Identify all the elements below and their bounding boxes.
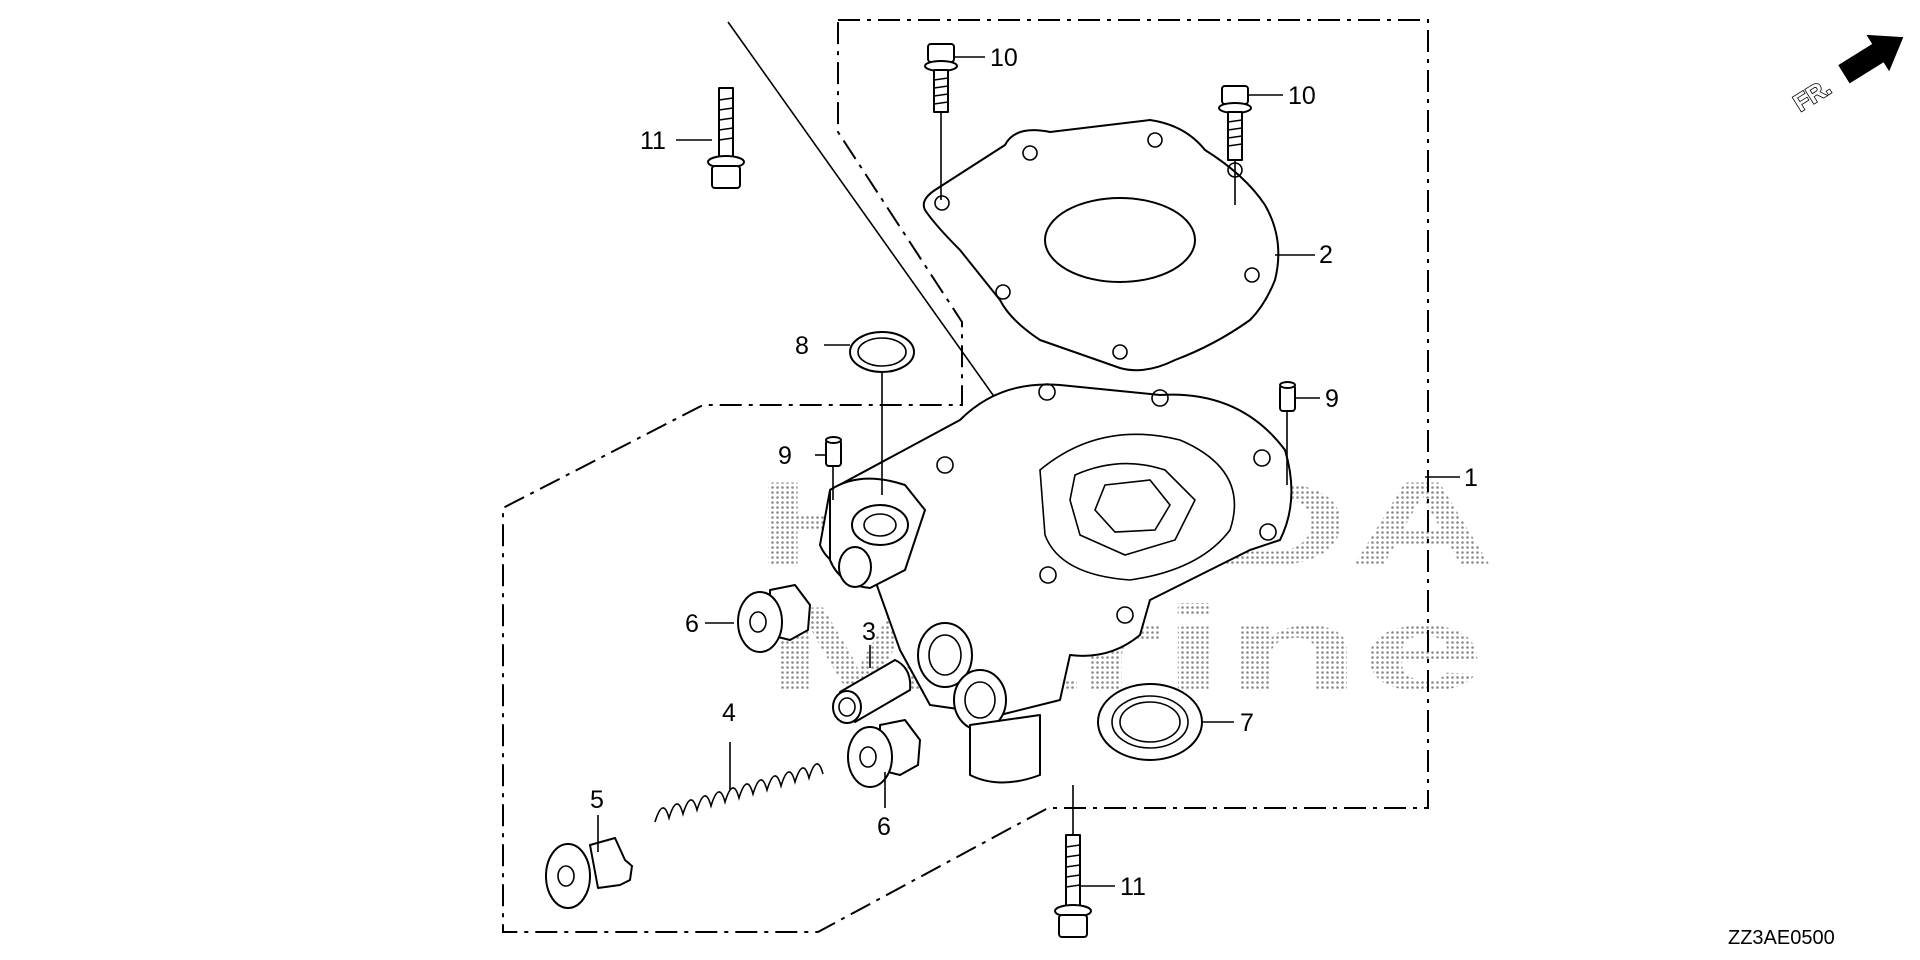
oil-seal xyxy=(1097,683,1203,761)
callout-11-lower: 11 xyxy=(1120,873,1146,901)
callout-10-left: 10 xyxy=(990,44,1018,72)
front-arrow-icon xyxy=(1838,34,1904,84)
o-ring xyxy=(849,331,915,373)
bolt-upper-long xyxy=(707,87,745,189)
callout-7: 7 xyxy=(1240,709,1254,737)
callout-6-lower: 6 xyxy=(877,813,891,841)
relief-valve xyxy=(832,659,912,724)
relief-valve-cap xyxy=(545,837,633,909)
callout-2: 2 xyxy=(1319,241,1333,269)
assembly-outline xyxy=(502,19,1429,933)
callouts: 1 2 3 4 5 6 6 7 8 9 9 10 10 11 11 xyxy=(590,44,1478,901)
callout-1: 1 xyxy=(1464,464,1478,492)
bolt-lower-long xyxy=(1054,834,1092,938)
callout-11-upper: 11 xyxy=(640,127,666,155)
bolt-top-right xyxy=(1218,85,1252,161)
pump-body xyxy=(819,383,1293,784)
leader-lines xyxy=(597,56,1460,887)
plug-upper xyxy=(737,584,811,653)
callout-3: 3 xyxy=(862,618,876,646)
callout-8: 8 xyxy=(795,332,809,360)
bolt-top-left xyxy=(924,43,958,113)
callout-9-right: 9 xyxy=(1325,385,1339,413)
front-direction-label: FR. xyxy=(1789,74,1836,117)
callout-4: 4 xyxy=(722,699,736,727)
gasket xyxy=(922,119,1280,372)
plug-lower xyxy=(847,719,921,788)
callout-6-upper: 6 xyxy=(685,610,699,638)
dowel-pin-left xyxy=(825,436,842,467)
callout-10-right: 10 xyxy=(1288,82,1316,110)
front-direction-indicator: FR. xyxy=(1788,34,1904,118)
callout-9-left: 9 xyxy=(778,442,792,470)
dowel-pin-right xyxy=(1279,381,1296,412)
diagram-code: ZZ3AE0500 xyxy=(1728,927,1835,949)
callout-5: 5 xyxy=(590,786,604,814)
relief-spring xyxy=(654,763,824,823)
